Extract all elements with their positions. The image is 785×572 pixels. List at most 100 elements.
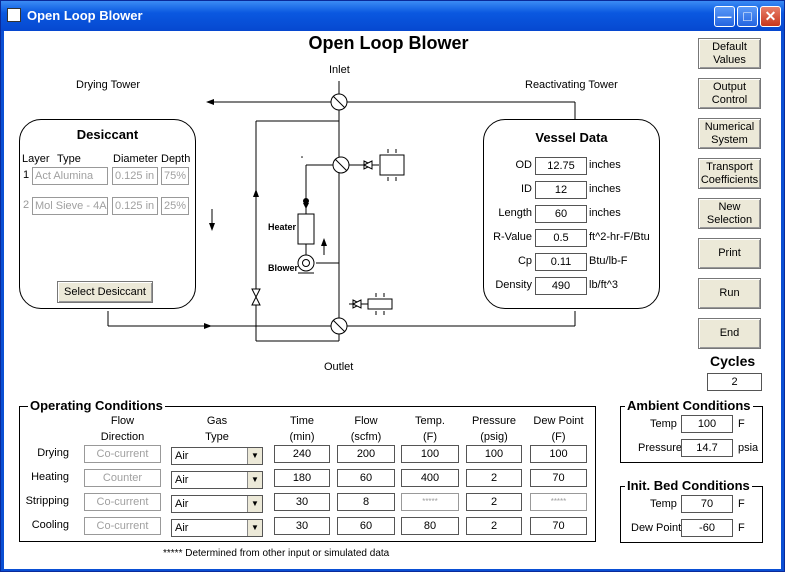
op-dew-drying[interactable]: 100 (530, 445, 587, 463)
arrow-right-bottom (204, 323, 212, 329)
op-pressure-drying[interactable]: 100 (466, 445, 522, 463)
chevron-down-icon[interactable]: ▼ (247, 448, 262, 464)
op-flow-stripping[interactable]: 8 (337, 493, 395, 511)
vessel-unit-0: inches (589, 159, 621, 171)
op-dew-heating[interactable]: 70 (530, 469, 587, 487)
desiccant-layer-2: 2 (23, 199, 30, 211)
vessel-unit-2: inches (589, 207, 621, 219)
run-button[interactable]: Run (698, 278, 761, 309)
inlet-label: Inlet (329, 64, 350, 76)
bed-temp-unit: F (738, 498, 745, 510)
chevron-down-icon[interactable]: ▼ (247, 496, 262, 512)
ambient-temp-field[interactable]: 100 (681, 415, 733, 433)
op-pressure-stripping[interactable]: 2 (466, 493, 522, 511)
op-row-label-stripping: Stripping (25, 495, 69, 507)
op-gas-select-heating[interactable]: Air▼ (171, 471, 263, 489)
op-time-drying[interactable]: 240 (274, 445, 330, 463)
op-header-flow-direction: Flow Direction (100, 415, 145, 443)
vessel-field-5[interactable]: 490 (535, 277, 587, 295)
op-gas-value-cooling: Air (175, 522, 189, 534)
op-dew-cooling[interactable]: 70 (530, 517, 587, 535)
op-temp-heating[interactable]: 400 (401, 469, 459, 487)
op-flow-drying[interactable]: 200 (337, 445, 395, 463)
vessel-field-2[interactable]: 60 (535, 205, 587, 223)
drying-tower-label: Drying Tower (76, 79, 140, 91)
vessel-label-4: Cp (517, 255, 532, 267)
vessel-title: Vessel Data (535, 130, 608, 145)
minimize-icon: — (717, 8, 732, 24)
cycles-label: Cycles (710, 353, 756, 369)
vessel-field-0[interactable]: 12.75 (535, 157, 587, 175)
client-area: Open Loop Blower (4, 31, 781, 569)
vessel-field-3[interactable]: 0.5 (535, 229, 587, 247)
op-temp-cooling[interactable]: 80 (401, 517, 459, 535)
exhaust-box-bottom (367, 298, 393, 310)
desiccant-depth-1: 75% (161, 167, 189, 185)
ambient-pressure-label: Pressure (638, 442, 683, 454)
op-flow-direction-cooling: Co-current (84, 517, 161, 535)
valve-middle (332, 156, 350, 174)
arrow-up-branch (253, 189, 259, 197)
op-flow-heating[interactable]: 60 (337, 469, 395, 487)
chevron-down-icon[interactable]: ▼ (247, 520, 262, 536)
app-icon (7, 8, 21, 22)
window-title: Open Loop Blower (27, 8, 143, 23)
minimize-button[interactable]: — (714, 6, 735, 27)
desiccant-type-1: Act Alumina (32, 167, 108, 185)
select-desiccant-button[interactable]: Select Desiccant (57, 281, 153, 303)
valve-inlet (330, 93, 348, 111)
end-button[interactable]: End (698, 318, 761, 349)
ambient-pressure-field[interactable]: 14.7 (681, 439, 733, 457)
ambient-pressure-unit: psia (738, 442, 759, 454)
desiccant-header-type: Type (57, 153, 81, 165)
desiccant-diameter-1: 0.125 in (112, 167, 158, 185)
vessel-label-5: Density (495, 279, 532, 291)
ambient-temp-unit: F (738, 418, 745, 430)
op-dew-stripping: ***** (530, 493, 587, 511)
op-pressure-cooling[interactable]: 2 (466, 517, 522, 535)
operating-conditions-group: Operating Conditions (19, 398, 596, 542)
vessel-field-1[interactable]: 12 (535, 181, 587, 199)
print-button[interactable]: Print (698, 238, 761, 269)
desiccant-layer-1: 1 (23, 169, 30, 181)
close-button[interactable]: ✕ (760, 6, 781, 27)
op-temp-stripping: ***** (401, 493, 459, 511)
op-gas-select-stripping[interactable]: Air ▼ (171, 495, 263, 513)
op-header-temp: Temp. (F) (415, 415, 445, 443)
op-gas-value-stripping: Air (175, 498, 189, 510)
title-bar[interactable]: Open Loop Blower — □ ✕ (1, 1, 784, 31)
desiccant-header-layer: Layer (22, 153, 50, 165)
bed-dew-field[interactable]: -60 (681, 519, 733, 537)
desiccant-panel: Desiccant Layer Type Diameter Depth 1 Ac… (19, 119, 196, 309)
op-gas-value-drying: Air (175, 450, 189, 462)
bed-temp-field[interactable]: 70 (681, 495, 733, 513)
cycles-field[interactable]: 2 (707, 373, 762, 391)
chevron-down-icon[interactable]: ▼ (247, 472, 262, 488)
op-header-flow: Flow (scfm) (350, 415, 382, 443)
op-pressure-heating[interactable]: 2 (466, 469, 522, 487)
bed-dew-unit: F (738, 522, 745, 534)
op-row-label-drying: Drying (37, 447, 69, 459)
close-icon: ✕ (764, 8, 777, 24)
valve-outlet (330, 317, 348, 335)
ambient-conditions-title: Ambient Conditions (625, 398, 753, 413)
bed-conditions-title: Init. Bed Conditions (625, 478, 752, 493)
vessel-field-4[interactable]: 0.11 (535, 253, 587, 271)
op-flow-direction-stripping: Co-current (84, 493, 161, 511)
op-time-cooling[interactable]: 30 (274, 517, 330, 535)
op-gas-select-cooling[interactable]: Air ▼ (171, 519, 263, 537)
op-flow-cooling[interactable]: 60 (337, 517, 395, 535)
op-header-time: Time (min) (289, 415, 315, 443)
op-temp-drying[interactable]: 100 (401, 445, 459, 463)
op-time-heating[interactable]: 180 (274, 469, 330, 487)
op-gas-select-drying[interactable]: Air ▼ (171, 447, 263, 465)
vessel-label-1: ID (521, 183, 532, 195)
desiccant-title: Desiccant (76, 127, 139, 142)
op-time-stripping[interactable]: 30 (274, 493, 330, 511)
maximize-button[interactable]: □ (737, 6, 758, 27)
